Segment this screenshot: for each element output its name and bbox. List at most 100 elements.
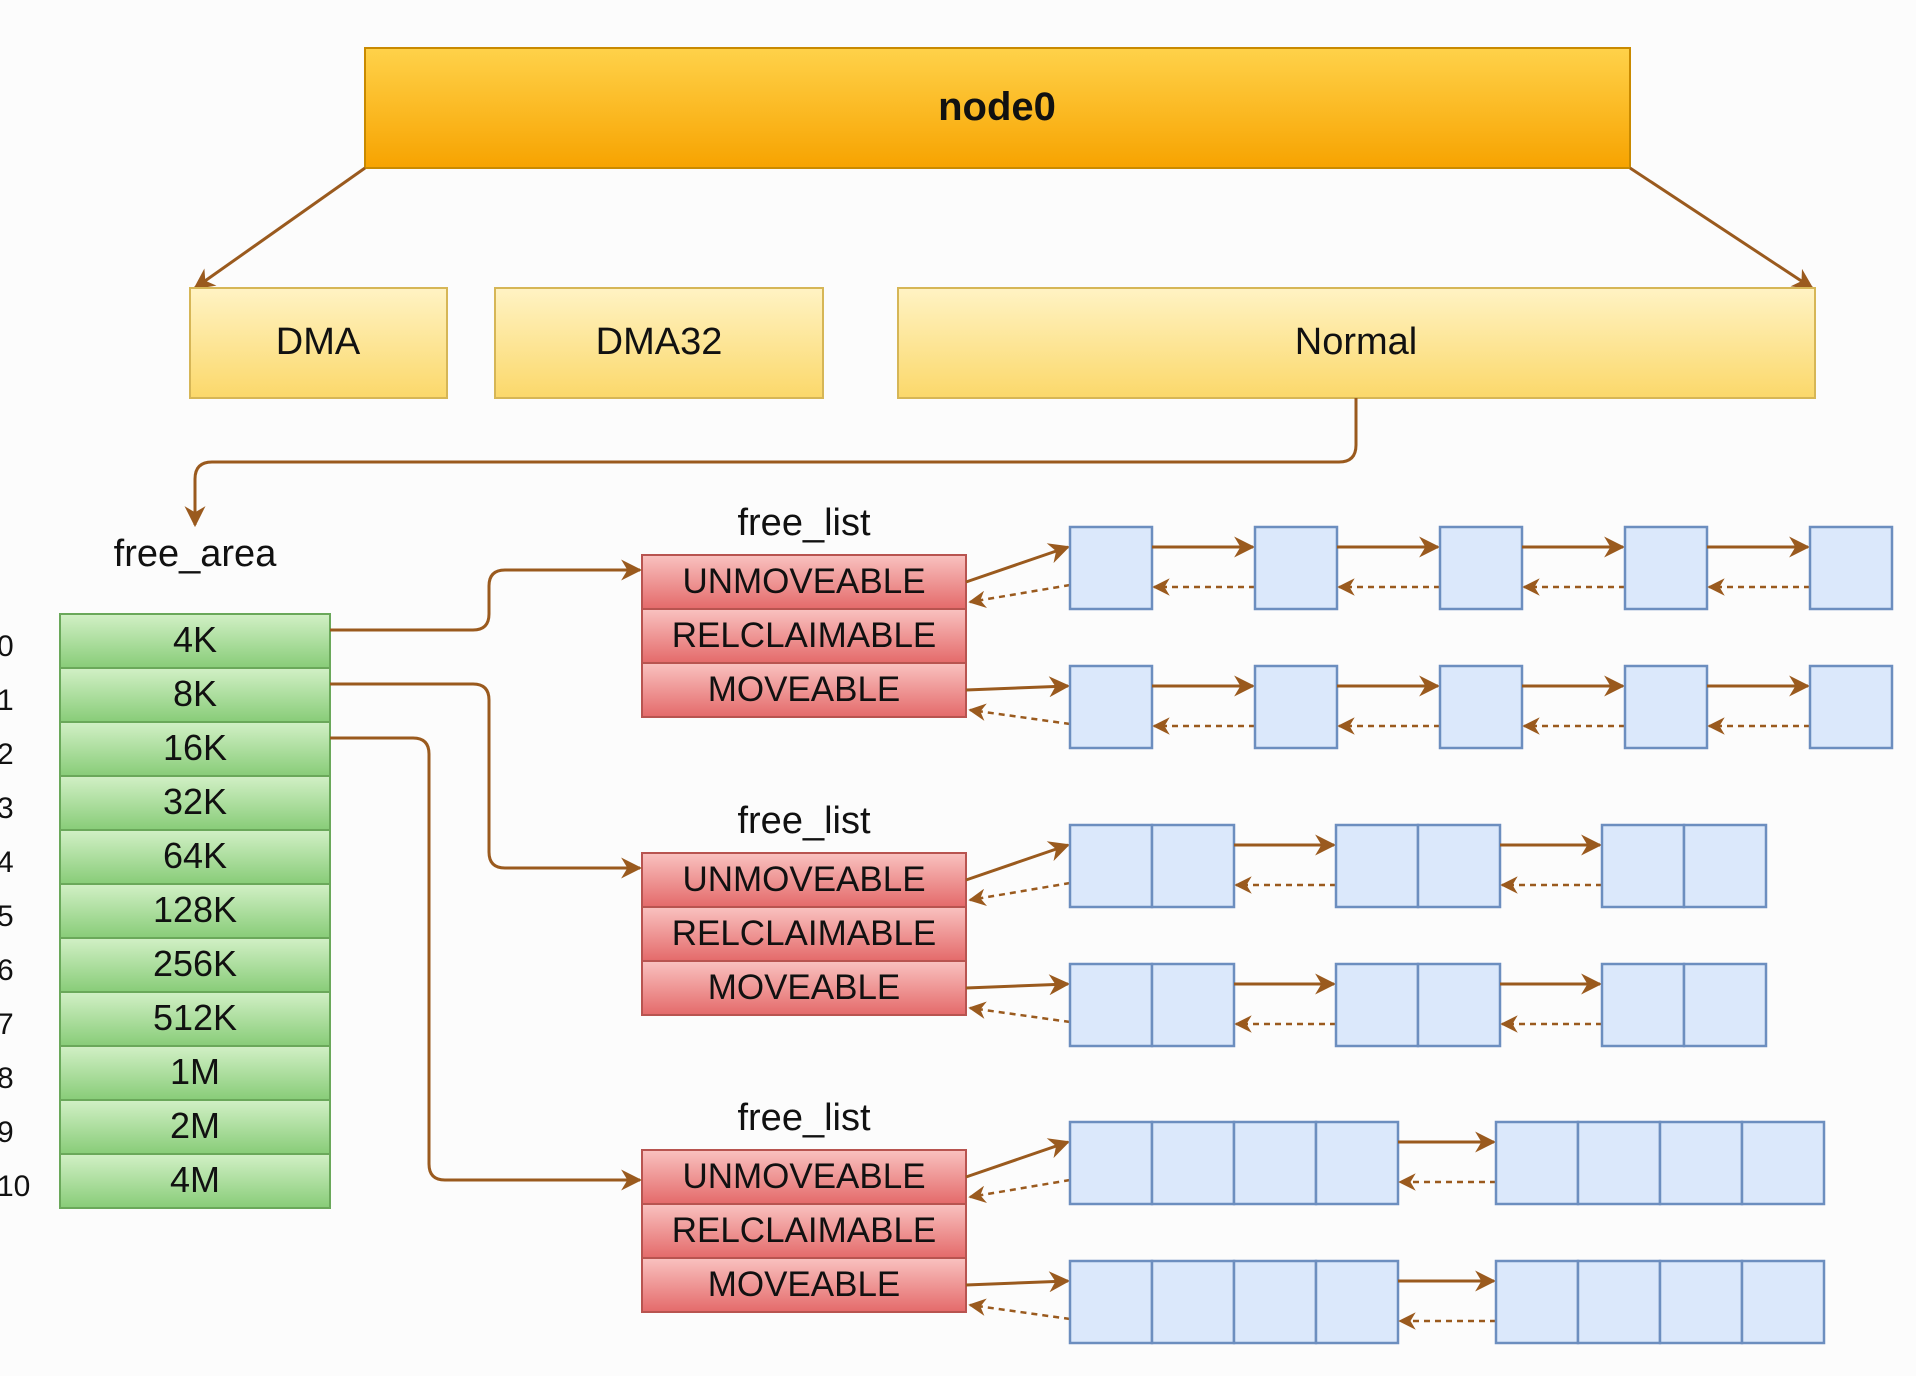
free-area-row: 32K 3 xyxy=(0,775,331,831)
free-list-groups: free_listUNMOVEABLERELCLAIMABLEMOVEABLEf… xyxy=(641,502,1894,1345)
page-cell xyxy=(1416,962,1502,1048)
page-block xyxy=(1494,1120,1826,1206)
migrate-type-label: RELCLAIMABLE xyxy=(672,1211,937,1250)
page-cell xyxy=(1334,823,1420,909)
page-cell xyxy=(1150,962,1236,1048)
page-cell xyxy=(1416,823,1502,909)
page-block-chain xyxy=(965,823,1768,909)
page-cell xyxy=(1068,664,1154,750)
page-block xyxy=(1623,664,1709,750)
migrate-type-label: UNMOVEABLE xyxy=(682,1157,925,1196)
zone-dma: DMA xyxy=(189,287,448,399)
page-cell xyxy=(1150,823,1236,909)
page-block-chain xyxy=(965,1120,1826,1206)
page-block-chain xyxy=(965,1259,1826,1345)
free-area-order-label: 0 xyxy=(0,630,14,663)
list-to-first-block-arrow xyxy=(965,676,1071,698)
free-area-order-label: 7 xyxy=(0,1008,14,1041)
page-cell xyxy=(1808,664,1894,750)
free-area-row: 4M 10 xyxy=(0,1153,331,1209)
migrate-type-cell: RELCLAIMABLE xyxy=(641,608,967,664)
order0-to-free-list-arrow xyxy=(330,559,643,632)
page-block xyxy=(1068,823,1236,909)
page-cell xyxy=(1314,1120,1400,1206)
free-area-order-label: 3 xyxy=(0,792,14,825)
migrate-type-label: RELCLAIMABLE xyxy=(672,914,937,953)
page-block xyxy=(1068,1120,1400,1206)
page-block xyxy=(1253,525,1339,611)
first-block-to-list-back-arrow xyxy=(968,1178,1071,1203)
page-cell xyxy=(1334,962,1420,1048)
migrate-type-cell: UNMOVEABLE xyxy=(641,1149,967,1205)
node0-box: node0 xyxy=(364,47,1631,169)
order1-to-free-list-arrow xyxy=(330,682,643,879)
page-block xyxy=(1068,664,1154,750)
migrate-type-cell: UNMOVEABLE xyxy=(641,554,967,610)
page-cell xyxy=(1600,962,1686,1048)
list-to-first-block-arrow xyxy=(965,974,1071,996)
migrate-type-label: MOVEABLE xyxy=(708,968,901,1007)
free-area-size-label: 2M xyxy=(170,1105,220,1146)
page-cell xyxy=(1253,525,1339,611)
free-area-order-label: 8 xyxy=(0,1062,14,1095)
page-block xyxy=(1600,962,1768,1048)
first-block-to-list-back-arrow xyxy=(968,881,1071,906)
migrate-type-label: MOVEABLE xyxy=(708,1265,901,1304)
migrate-type-cell: UNMOVEABLE xyxy=(641,852,967,908)
page-cell xyxy=(1740,1120,1826,1206)
free-area-title: free_area xyxy=(114,533,278,575)
page-cell xyxy=(1623,664,1709,750)
free-area-order-label: 10 xyxy=(0,1170,30,1203)
migrate-type-cell: RELCLAIMABLE xyxy=(641,1203,967,1259)
first-block-to-list-back-arrow xyxy=(968,703,1071,726)
migrate-type-cell: MOVEABLE xyxy=(641,960,967,1016)
page-block xyxy=(1808,664,1894,750)
order2-to-free-list-arrow xyxy=(330,736,643,1191)
free-area-size-label: 8K xyxy=(173,673,217,714)
zone-dma-label: DMA xyxy=(276,321,361,363)
free-area-size-label: 4M xyxy=(170,1159,220,1200)
page-cell xyxy=(1438,664,1524,750)
list-to-first-block-arrow xyxy=(965,543,1070,584)
free-list-title: free_list xyxy=(737,1097,870,1139)
free-area-table: 4K08K116K232K364K4128K5256K6512K71M82M94… xyxy=(0,613,331,1209)
free-area-size-label: 16K xyxy=(163,727,227,768)
page-cell xyxy=(1068,525,1154,611)
page-block xyxy=(1438,525,1524,611)
page-block-chain xyxy=(965,962,1768,1048)
page-cell xyxy=(1253,664,1339,750)
list-to-first-block-arrow xyxy=(965,1138,1070,1179)
page-cell xyxy=(1494,1120,1580,1206)
page-cell xyxy=(1682,962,1768,1048)
page-cell xyxy=(1068,1259,1154,1345)
list-to-first-block-arrow xyxy=(965,1271,1071,1293)
page-cell xyxy=(1576,1259,1662,1345)
page-cell xyxy=(1576,1120,1662,1206)
page-cell xyxy=(1068,823,1154,909)
page-cell xyxy=(1808,525,1894,611)
free-area-size-label: 1M xyxy=(170,1051,220,1092)
page-cell xyxy=(1232,1120,1318,1206)
list-to-first-block-arrow xyxy=(965,841,1070,882)
free-area-size-label: 32K xyxy=(163,781,227,822)
free-area-order-label: 5 xyxy=(0,900,14,933)
page-cell xyxy=(1068,1120,1154,1206)
zone-dma32-label: DMA32 xyxy=(596,321,723,363)
migrate-type-label: UNMOVEABLE xyxy=(682,860,925,899)
page-block xyxy=(1623,525,1709,611)
page-cell xyxy=(1658,1259,1744,1345)
page-cell xyxy=(1150,1259,1236,1345)
zone-dma32: DMA32 xyxy=(494,287,824,399)
migrate-type-label: MOVEABLE xyxy=(708,670,901,709)
free-area-order-label: 6 xyxy=(0,954,14,987)
first-block-to-list-back-arrow xyxy=(968,583,1071,608)
page-cell xyxy=(1438,525,1524,611)
page-block-chain xyxy=(965,664,1894,750)
migrate-type-cell: MOVEABLE xyxy=(641,662,967,718)
page-cell xyxy=(1740,1259,1826,1345)
free-area-order-label: 2 xyxy=(0,738,14,771)
